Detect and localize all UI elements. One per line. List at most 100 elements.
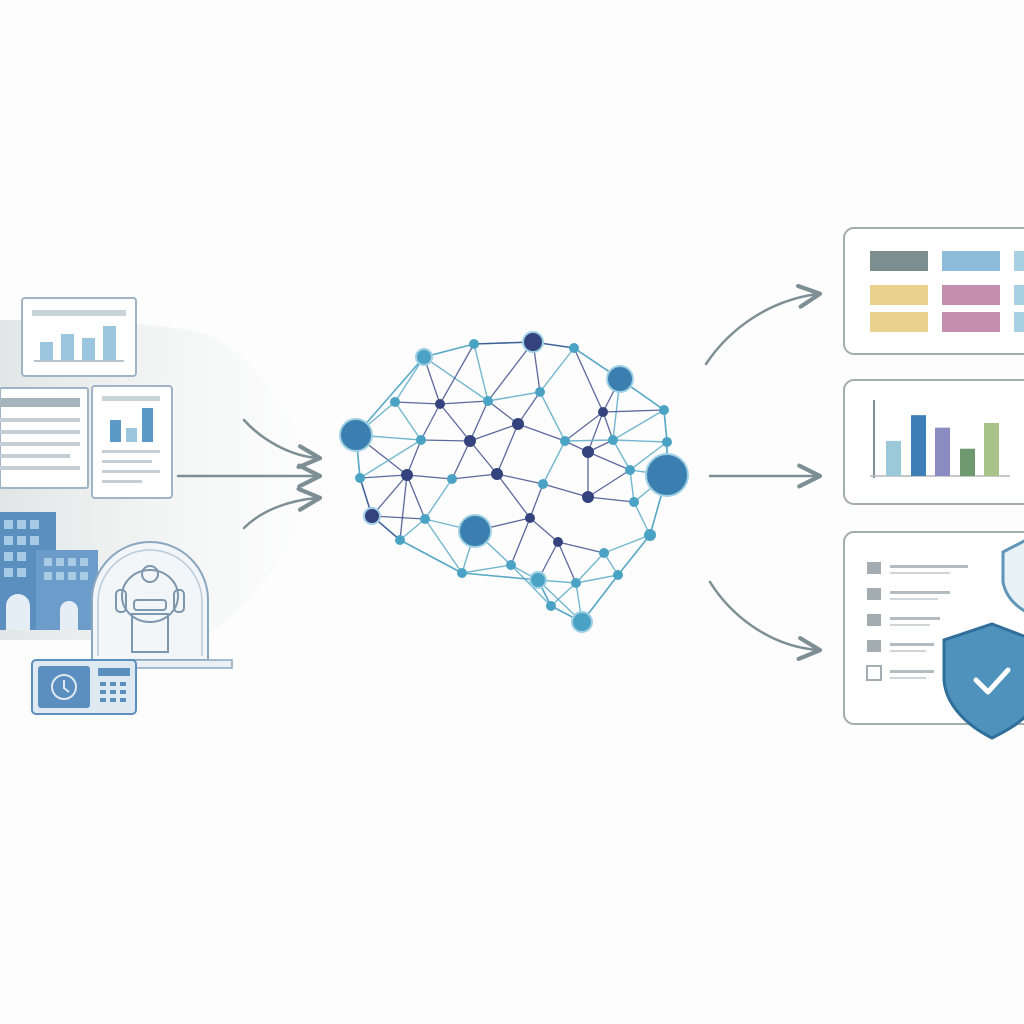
network-node [625, 465, 635, 475]
output-arrow-top [704, 283, 823, 366]
table-cell [942, 312, 1000, 332]
network-edge [573, 347, 604, 413]
network-edge [406, 474, 453, 480]
network-edge [439, 343, 475, 405]
network-edge [461, 564, 512, 574]
input-arrow-top [242, 418, 323, 470]
network-edge [394, 401, 422, 441]
network-edge [420, 403, 441, 441]
network-edge [603, 534, 651, 554]
checklist-shield-card [843, 531, 1024, 740]
network-node [395, 535, 405, 545]
table-cell [1014, 312, 1024, 332]
table-cell [870, 285, 928, 305]
network-edge [420, 439, 471, 442]
network-node [662, 437, 672, 447]
network-node [435, 399, 445, 409]
network-edge [612, 439, 631, 471]
network-node [529, 571, 547, 589]
network-node [506, 560, 516, 570]
network-edge [517, 391, 541, 425]
color-table-card [843, 227, 1024, 355]
chart-bar [984, 422, 999, 476]
network-edge [399, 518, 426, 541]
network-node [491, 468, 503, 480]
network-edge [399, 474, 408, 541]
network-node [339, 418, 373, 452]
medical-monitor-icon [31, 659, 137, 715]
network-node [645, 453, 689, 497]
chart-document-icon [91, 385, 173, 499]
network-edge [539, 347, 575, 393]
network-edge [487, 391, 541, 402]
network-edge [406, 439, 422, 476]
network-edge [423, 356, 489, 402]
network-edge [487, 341, 534, 402]
network-edge [359, 439, 422, 479]
table-cell [870, 251, 928, 271]
network-node [582, 446, 594, 458]
network-edge [439, 403, 471, 442]
checklist [866, 562, 968, 681]
chart-bar [935, 427, 950, 476]
shield-check-icon [942, 622, 1024, 740]
network-node [447, 474, 457, 484]
network-edge [617, 534, 651, 576]
network-node [569, 343, 579, 353]
network-edge [394, 401, 441, 405]
network-edge [557, 541, 605, 554]
network-node [606, 365, 634, 393]
network-edge [510, 517, 531, 566]
network-node [582, 491, 594, 503]
network-edge [424, 478, 453, 520]
network-node [608, 435, 618, 445]
network-edges [355, 341, 668, 623]
table-cell [942, 251, 1000, 271]
network-edge [564, 411, 604, 442]
network-edge [663, 409, 668, 443]
network-node [457, 568, 467, 578]
network-edge [517, 423, 566, 442]
network-node [464, 435, 476, 447]
network-node [469, 339, 479, 349]
input-arrow-bottom [242, 486, 323, 530]
network-node [390, 397, 400, 407]
network-node [416, 435, 426, 445]
network-edge [539, 391, 566, 442]
table-cell [1014, 251, 1024, 271]
network-edge [629, 469, 635, 503]
network-edge [469, 423, 519, 442]
table-cell [942, 285, 1000, 305]
network-node [483, 396, 493, 406]
text-document-icon [0, 387, 89, 489]
network-node [355, 473, 365, 483]
network-node [546, 601, 556, 611]
network-node [644, 529, 656, 541]
ct-scanner-icon [91, 541, 233, 669]
network-node [553, 537, 563, 547]
chart-bar [911, 415, 926, 476]
network-node [538, 479, 548, 489]
network-nodes [339, 331, 689, 633]
network-edge [557, 541, 577, 584]
network-edge [406, 474, 426, 520]
network-node [458, 514, 492, 548]
neural-network-brain-icon [339, 331, 689, 633]
network-node [420, 514, 430, 524]
network-node [363, 507, 381, 525]
network-edge [399, 539, 463, 574]
network-edge [469, 400, 489, 442]
network-edge [587, 469, 631, 498]
network-edge [612, 409, 665, 441]
table-cell [1014, 285, 1024, 305]
hospital-building-icon [0, 512, 98, 630]
network-node [571, 611, 593, 633]
network-edge [469, 440, 498, 475]
network-node [599, 548, 609, 558]
network-edge [496, 423, 519, 475]
network-edge [529, 517, 559, 543]
network-edge [587, 411, 604, 453]
network-edge [550, 582, 577, 607]
